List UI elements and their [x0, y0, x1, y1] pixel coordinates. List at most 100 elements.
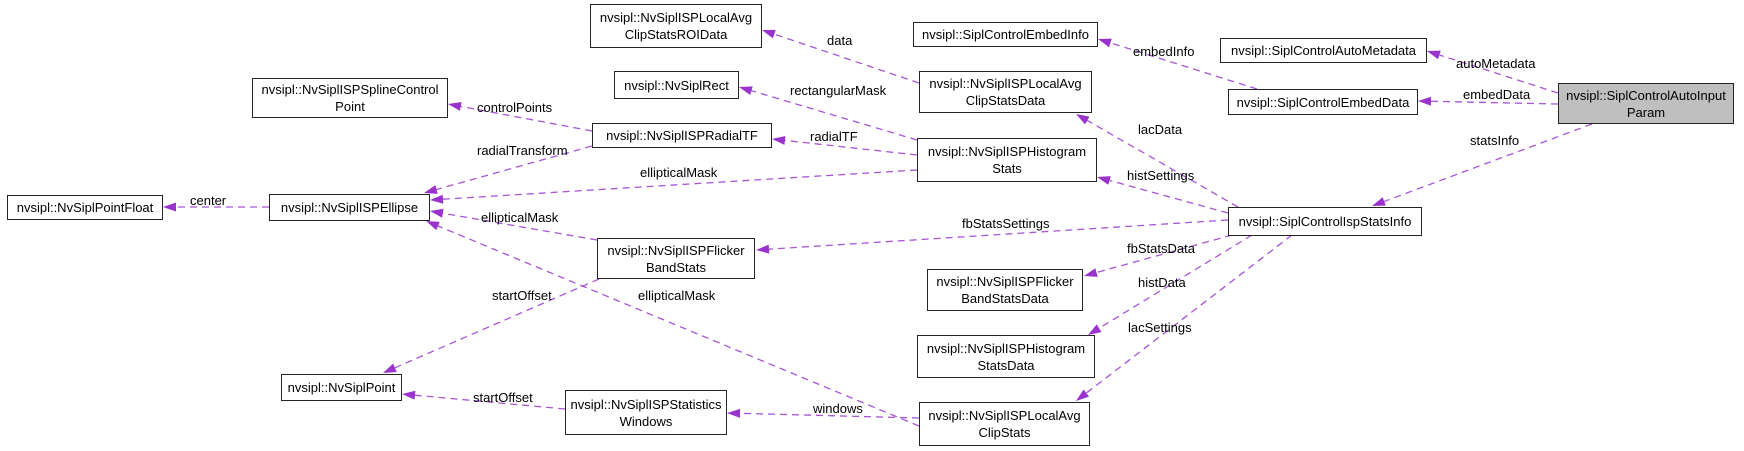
edge-line-radial-tf [784, 139, 918, 156]
class-node-label-line: nvsipl::NvSiplRect [624, 77, 729, 93]
edge-label-elliptical-mask-hist: ellipticalMask [640, 165, 718, 180]
class-node-label-line: nvsipl::NvSiplISPLocalAvg [929, 76, 1082, 91]
edge-line-elliptical-mask-lac [437, 225, 920, 427]
edge-line-control-points [460, 105, 593, 132]
edge-label-elliptical-mask-lac: ellipticalMask [638, 288, 716, 303]
edge-arrowhead-auto-metadata [1427, 50, 1441, 60]
edge-arrowhead-lac-settings [1076, 389, 1090, 401]
edge-label-start-offset-fb: startOffset [492, 288, 552, 303]
edge-label-embed-data: embedData [1463, 87, 1531, 102]
edge-label-control-points: controlPoints [477, 100, 553, 115]
edge-line-embed-info [1110, 42, 1258, 90]
edge-arrowhead-embed-data [1418, 96, 1432, 106]
class-node-label-line: nvsipl::SiplControlAutoMetadata [1231, 43, 1416, 58]
edge-line-lac-settings [1085, 234, 1293, 394]
edge-arrowhead-elliptical-mask-fb [430, 208, 444, 218]
class-node-rect[interactable]: nvsipl::NvSiplRect [614, 71, 739, 99]
edge-arrowhead-center [163, 202, 176, 212]
edge-label-stats-info: statsInfo [1470, 133, 1520, 148]
class-node-label-line: ClipStatsROIData [624, 27, 728, 42]
class-node-label-line: nvsipl::NvSiplPoint [287, 380, 396, 395]
class-node-label-line: nvsipl::NvSiplISPFlicker [936, 274, 1074, 289]
class-node-point[interactable]: nvsipl::NvSiplPoint [281, 374, 402, 401]
class-node-label-line: nvsipl::NvSiplISPFlicker [607, 242, 745, 258]
edge-arrowhead-rectangular-mask [739, 86, 753, 96]
class-node-label-line: nvsipl::SiplControlEmbedInfo [922, 27, 1089, 42]
class-node-sipl-control-embed-info[interactable]: nvsipl::SiplControlEmbedInfo [913, 22, 1098, 47]
edge-line-auto-metadata [1439, 54, 1559, 94]
edge-arrowhead-start-offset-fb [383, 363, 397, 373]
class-node-sipl-control-isp-stats-info[interactable]: nvsipl::SiplControlIspStatsInfo [1228, 207, 1422, 236]
edge-label-lac-settings: lacSettings [1128, 320, 1192, 335]
class-node-radial-tf[interactable]: nvsipl::NvSiplISPRadialTF [592, 123, 772, 148]
edge-arrowhead-lac-data [1076, 114, 1090, 125]
class-node-label-line: BandStatsData [961, 291, 1049, 306]
edge-label-embed-info: embedInfo [1133, 44, 1195, 59]
edge-line-embed-data [1430, 100, 1559, 105]
edge-line-radial-transform [436, 145, 593, 191]
edge-arrowhead-windows [727, 408, 741, 418]
class-node-label-line: ClipStatsData [965, 93, 1046, 108]
edge-line-elliptical-mask-fb [442, 212, 598, 241]
class-node-label-line: nvsipl::NvSiplISPRadialTF [606, 128, 758, 143]
edge-arrowhead-data [762, 29, 776, 39]
edge-label-elliptical-mask-fb: ellipticalMask [481, 210, 559, 225]
class-node-label-line: BandStats [646, 259, 706, 275]
class-node-label-line: nvsipl::NvSiplISPHistogram [927, 144, 1087, 159]
edge-label-radial-tf: radialTF [810, 129, 858, 144]
edge-arrowhead-control-points [448, 101, 462, 111]
edge-arrowhead-fb-stats-settings [756, 244, 770, 254]
edge-label-lac-data: lacData [1138, 122, 1183, 137]
class-node-label-line: Windows [619, 413, 673, 429]
edge-label-hist-settings: histSettings [1127, 168, 1195, 183]
edge-arrowhead-hist-settings [1097, 176, 1111, 185]
class-node-ellipse[interactable]: nvsipl::NvSiplISPEllipse [269, 194, 430, 221]
edge-line-hist-settings [1109, 179, 1229, 214]
class-node-label-line: nvsipl::SiplControlIspStatsInfo [1238, 214, 1412, 229]
class-node-sipl-control-auto-metadata[interactable]: nvsipl::SiplControlAutoMetadata [1220, 38, 1427, 63]
edge-arrowhead-stats-info [1372, 197, 1386, 206]
class-node-label-line: nvsipl::NvSiplISPSplineControl [261, 82, 439, 97]
class-node-label-line: nvsipl::NvSiplPointFloat [16, 200, 154, 215]
class-node-label-line: nvsipl::SiplControlEmbedData [1236, 94, 1410, 110]
edge-line-start-offset-windows [414, 394, 566, 410]
edge-label-fb-stats-settings: fbStatsSettings [962, 216, 1050, 231]
class-node-label-line: nvsipl::NvSiplISPEllipse [280, 200, 419, 215]
edge-label-windows: windows [813, 401, 863, 416]
class-node-label-line: nvsipl::NvSiplISPLocalAvg [928, 408, 1081, 423]
edge-label-hist-data: histData [1138, 275, 1186, 290]
class-node-label-line: nvsipl::NvSiplISPLocalAvg [599, 10, 753, 25]
class-node-label-line: nvsipl::SiplControlAutoInput [1566, 87, 1726, 103]
edge-arrowhead-embed-info [1098, 38, 1112, 48]
edge-arrowhead-elliptical-mask-hist [430, 194, 444, 204]
edge-line-start-offset-fb [394, 278, 600, 369]
class-node-label-line: StatsData [977, 357, 1035, 373]
edge-label-fb-stats-data: fbStatsData [1127, 241, 1195, 256]
edge-line-fb-stats-settings [768, 219, 1229, 250]
edge-arrowhead-radial-tf [772, 135, 786, 145]
edge-arrowhead-elliptical-mask-lac [426, 221, 440, 231]
edge-label-start-offset-windows: startOffset [473, 390, 533, 405]
edge-line-hist-data [1098, 234, 1253, 329]
edge-line-data [774, 33, 920, 84]
class-node-sipl-control-embed-data[interactable]: nvsipl::SiplControlEmbedData [1228, 89, 1418, 115]
edge-line-rectangular-mask [751, 90, 918, 141]
class-node-label-line: ClipStats [978, 425, 1031, 440]
class-node-label-line: Stats [992, 161, 1022, 176]
edge-label-data: data [827, 33, 853, 48]
edge-label-auto-metadata: autoMetadata [1456, 56, 1536, 71]
class-node-point-float[interactable]: nvsipl::NvSiplPointFloat [7, 195, 163, 220]
edge-arrowhead-start-offset-windows [402, 390, 416, 400]
